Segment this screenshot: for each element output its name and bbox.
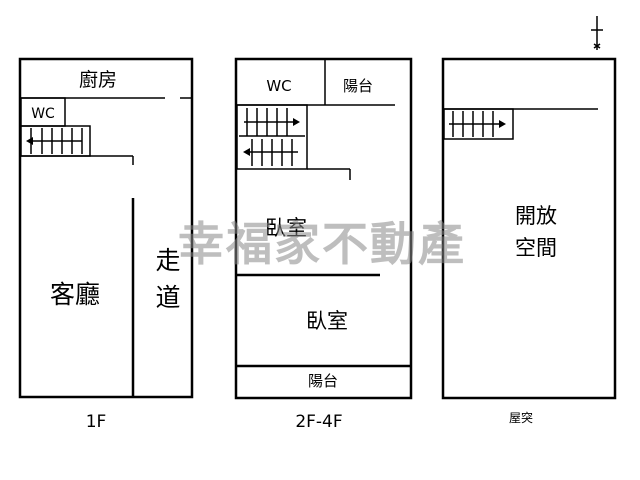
living-room-label: 客廳 (50, 280, 100, 309)
open-space-label-line2: 空間 (515, 236, 557, 260)
aisle-label-bottom: 道 (155, 283, 180, 312)
floor-1-plan (18, 57, 194, 399)
floor-2-4-label: 2F-4F (295, 412, 342, 432)
north-arrow-icon (591, 16, 603, 50)
stairs-roof-icon (449, 111, 506, 137)
wc-2f-label: WC (266, 77, 291, 95)
balcony-top-label: 陽台 (343, 77, 373, 95)
floor-2-4-plan (234, 57, 413, 400)
stairs-1f-icon (26, 128, 83, 154)
stair-roof-box (443, 108, 514, 140)
roof-plan (441, 57, 617, 400)
floor-1-label: 1F (86, 412, 107, 432)
open-space-label-line1: 開放 (515, 204, 557, 228)
balcony-bottom-label: 陽台 (308, 372, 338, 390)
kitchen-label: 廚房 (79, 68, 117, 91)
floor-2-4-outline (234, 57, 413, 400)
stair-2f-box (236, 104, 308, 170)
wc-1f-label: WC (31, 106, 55, 122)
floor-1-outline (18, 57, 194, 399)
bedroom-1-label: 臥室 (265, 216, 307, 240)
roof-outline (441, 57, 617, 400)
watermark-text: 幸福家不動產 (178, 217, 466, 271)
aisle-label-top: 走 (155, 246, 180, 275)
stairs-2f-icon (239, 108, 305, 166)
roof-label: 屋突 (509, 410, 533, 425)
bedroom-2-label: 臥室 (306, 309, 348, 333)
